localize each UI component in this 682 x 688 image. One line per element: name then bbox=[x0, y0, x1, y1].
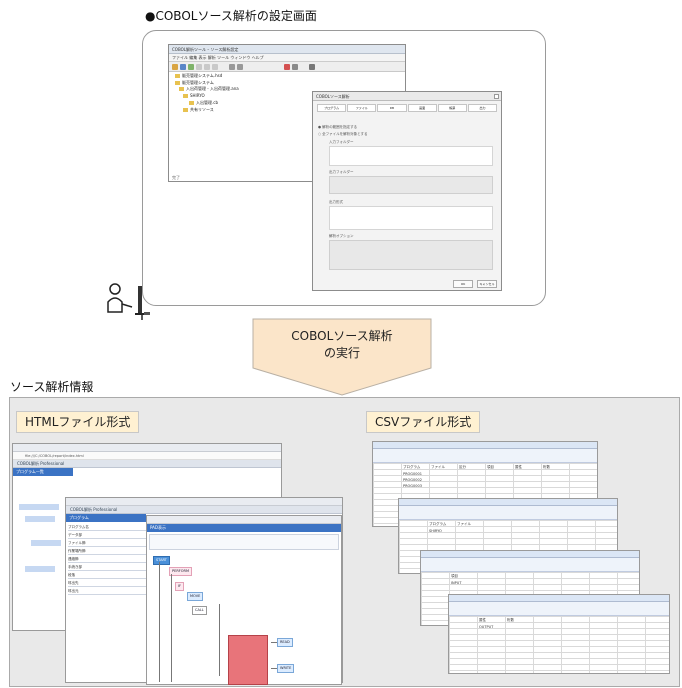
pad-highlight-block bbox=[228, 635, 268, 685]
section-title: ソース解析情報 bbox=[10, 380, 94, 394]
tree-item[interactable]: 入出荷管理 - 入出荷管理.ana bbox=[179, 86, 239, 92]
csv-format-label: CSVファイル形式 bbox=[366, 411, 481, 433]
option-radio[interactable]: ● 解析の範囲を指定する bbox=[318, 125, 358, 129]
cancel-button[interactable]: キャンセル bbox=[477, 280, 497, 288]
analysis-settings-dialog: COBOLソース解析 プログラム ファイル DB 画面 帳票 出力 ● 解析の範… bbox=[312, 91, 502, 291]
open-icon[interactable] bbox=[172, 64, 178, 70]
report-header: COBOL解析 Professional bbox=[66, 506, 342, 514]
pad-node[interactable]: PERFORM bbox=[169, 567, 192, 576]
ide-window: COBOL解析ツール – ソース解析設定 ファイル 編集 表示 解析 ツール ウ… bbox=[168, 44, 406, 182]
table-row: プログラム名 bbox=[68, 524, 146, 531]
ide-menubar[interactable]: ファイル 編集 表示 解析 ツール ウィンドウ ヘルプ bbox=[169, 54, 405, 62]
pad-title: PAD表示 bbox=[147, 524, 341, 532]
pad-node[interactable]: IF bbox=[175, 582, 185, 591]
tab[interactable]: プログラム bbox=[317, 104, 347, 112]
process-label: COBOLソース解析 の実行 bbox=[291, 329, 393, 360]
cut-icon[interactable] bbox=[196, 64, 202, 70]
settings-icon[interactable] bbox=[292, 64, 298, 70]
report-subheader: プログラム一覧 bbox=[13, 468, 73, 476]
search-icon[interactable] bbox=[229, 64, 235, 70]
table-row: 手続き部 bbox=[68, 564, 146, 571]
output-format-field[interactable] bbox=[329, 206, 493, 230]
paste-icon[interactable] bbox=[212, 64, 218, 70]
run-icon[interactable] bbox=[188, 64, 194, 70]
dialog-tabs: プログラム ファイル DB 画面 帳票 出力 bbox=[317, 104, 498, 112]
tree-item[interactable]: 販売管理システム.hsd bbox=[175, 73, 222, 79]
tab[interactable]: DB bbox=[377, 104, 407, 112]
output-folder-field[interactable] bbox=[329, 176, 493, 194]
zoom-icon[interactable] bbox=[237, 64, 243, 70]
pad-node[interactable]: CALL bbox=[192, 606, 207, 615]
tab[interactable]: 画面 bbox=[407, 104, 437, 112]
tab[interactable]: ファイル bbox=[347, 104, 377, 112]
option-radio[interactable]: ○ 全ファイルを解析対象とする bbox=[318, 132, 368, 136]
project-tree: 販売管理システム.hsd 販売管理システム 入出荷管理 - 入出荷管理.ana … bbox=[169, 73, 405, 181]
folder-icon bbox=[183, 94, 188, 98]
tab[interactable]: 出力 bbox=[467, 104, 498, 112]
pad-node[interactable]: START bbox=[153, 556, 170, 565]
table-row: 呼出元 bbox=[68, 588, 146, 595]
report-header: COBOL解析 Professional bbox=[13, 460, 281, 468]
tree-item[interactable]: 入出管理.cb bbox=[189, 100, 218, 106]
field-label: 解析オプション bbox=[329, 234, 354, 238]
dialog-titlebar: COBOLソース解析 bbox=[313, 92, 501, 101]
field-label: 出力フォルダー bbox=[329, 170, 354, 174]
stop-icon[interactable] bbox=[284, 64, 290, 70]
folder-icon bbox=[175, 81, 180, 85]
folder-icon bbox=[175, 74, 180, 78]
user-at-pc-icon bbox=[107, 283, 150, 320]
input-folder-field[interactable] bbox=[329, 146, 493, 166]
table-row: 呼出先 bbox=[68, 580, 146, 587]
status-text: 完了 bbox=[172, 175, 180, 180]
table-row: 作業場所節 bbox=[68, 548, 146, 555]
field-label: 出力形式 bbox=[329, 200, 343, 204]
tree-item[interactable]: 共有リソース bbox=[183, 107, 214, 113]
pad-node[interactable]: MOVE bbox=[187, 592, 204, 601]
help-icon[interactable] bbox=[309, 64, 315, 70]
analysis-options-field[interactable] bbox=[329, 240, 493, 270]
table-row: データ部 bbox=[68, 532, 146, 539]
pad-node[interactable]: READ bbox=[277, 638, 293, 647]
process-arrow bbox=[252, 318, 432, 396]
ide-toolbar bbox=[169, 62, 405, 72]
pad-node[interactable]: WRITE bbox=[277, 664, 295, 673]
tree-item[interactable]: 販売管理システム bbox=[175, 80, 214, 86]
close-icon[interactable] bbox=[494, 94, 499, 99]
copy-icon[interactable] bbox=[204, 64, 210, 70]
table-row: 段落 bbox=[68, 572, 146, 579]
field-label: 入力フォルダー bbox=[329, 140, 354, 144]
table-row: ファイル節 bbox=[68, 540, 146, 547]
folder-icon bbox=[179, 87, 184, 91]
address-bar[interactable]: file:///C:/COBOL/report/index.html bbox=[13, 452, 281, 460]
html-format-label: HTMLファイル形式 bbox=[16, 411, 140, 433]
folder-icon bbox=[183, 108, 188, 112]
tab[interactable]: 帳票 bbox=[437, 104, 467, 112]
folder-icon bbox=[189, 101, 194, 105]
spreadsheet-grid bbox=[449, 616, 669, 673]
page-title: ●COBOLソース解析の設定画面 bbox=[145, 9, 317, 23]
table-row: 連絡節 bbox=[68, 556, 146, 563]
ok-button[interactable]: OK bbox=[453, 280, 473, 288]
ide-titlebar: COBOL解析ツール – ソース解析設定 bbox=[169, 45, 405, 54]
tree-item[interactable]: SHIRYO bbox=[183, 93, 205, 98]
csv-sheet-window-4: 属性 桁数 OUTPUT bbox=[448, 594, 670, 674]
save-icon[interactable] bbox=[180, 64, 186, 70]
program-summary-header: プログラム bbox=[66, 514, 146, 522]
